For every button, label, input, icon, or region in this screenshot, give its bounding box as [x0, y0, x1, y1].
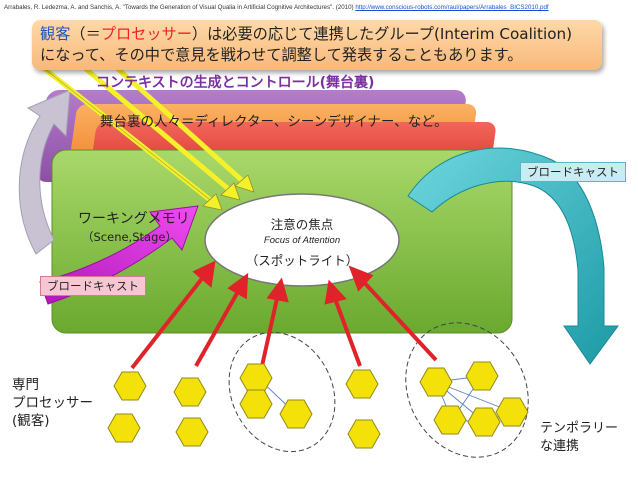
callout-line-2: になって、その中で意見を戦わせて調整して発表することもあります。	[40, 46, 523, 64]
spotlight-arrow-2	[77, 61, 235, 195]
hexagon	[107, 413, 141, 443]
spotlight-arrow-3	[105, 57, 249, 187]
citation-link[interactable]: http://www.conscious-robots.com/raul/pap…	[355, 4, 549, 11]
hexagon	[347, 419, 381, 449]
focus-subtitle: Focus of Attention	[263, 235, 341, 246]
context-label: コンテキストの生成とコントロール(舞台裏)	[96, 75, 375, 91]
processor-arrows	[130, 260, 438, 370]
callout-keyword-processor: プロセッサー	[100, 25, 192, 43]
callout-line-1: 観客（＝プロセッサー）は必要の応じて連携したグループ(Interim Coali…	[40, 24, 572, 45]
focus-ellipse	[204, 193, 400, 287]
focus-title: 注意の焦点	[270, 217, 334, 232]
callout-text: 観客（＝プロセッサー）は必要の応じて連携したグループ(Interim Coali…	[40, 24, 572, 66]
hexagon	[175, 417, 209, 447]
hexagon	[239, 363, 273, 393]
hexagon	[345, 369, 379, 399]
citation: Arrabales, R. Ledezma, A. and Sanchis, A…	[4, 4, 634, 11]
callout-box: 観客（＝プロセッサー）は必要の応じて連携したグループ(Interim Coali…	[32, 20, 602, 70]
hexagon	[465, 361, 499, 391]
coalition-line-2: な連携	[540, 439, 580, 454]
hexagon	[419, 367, 453, 397]
hexagon	[239, 389, 273, 419]
hexagon	[467, 407, 501, 437]
coalition-label: テンポラリー な連携	[540, 420, 618, 456]
coalition-ellipse-1	[228, 331, 336, 453]
hexagon	[113, 371, 147, 401]
hexagon	[279, 399, 313, 429]
spotlight-arrowhead-2	[220, 182, 241, 201]
audience-line-1: 専門	[12, 377, 39, 393]
hexagon	[433, 405, 467, 435]
spotlight-arrowhead-3	[234, 174, 255, 193]
broadcast-right-arrow	[407, 147, 619, 365]
backstage-label: 舞台裏の人々＝ディレクター、シーンデザイナー、など。	[100, 114, 448, 130]
callout-paren: （＝	[70, 25, 101, 43]
coalition-ellipse-2	[405, 322, 529, 458]
hexagon	[495, 397, 529, 427]
spotlight-arrowhead-1	[202, 193, 223, 211]
broadcast-label-left: ブロードキャスト	[40, 276, 146, 296]
processor-hexagons	[107, 361, 529, 449]
callout-keyword-audience: 観客	[40, 25, 71, 43]
audience-line-2: プロセッサー	[12, 395, 93, 411]
working-memory-label: ワーキングメモリ	[78, 211, 190, 227]
citation-text: Arrabales, R. Ledezma, A. and Sanchis, A…	[4, 4, 354, 11]
spotlight-arrow-1-outline	[35, 61, 215, 204]
working-memory-sub: （Scene,Stage）	[82, 230, 177, 244]
audience-label: 専門 プロセッサー (観客)	[12, 376, 93, 430]
spotlight-arrows	[33, 57, 255, 211]
callout-rest: ）は必要の応じて連携したグループ(Interim Coalition)	[191, 25, 573, 43]
audience-line-3: (観客)	[12, 413, 50, 429]
hexagon	[173, 377, 207, 407]
spotlight-label: （スポットライト）	[245, 253, 359, 268]
broadcast-label-right: ブロードキャスト	[520, 162, 626, 182]
coalition-line-1: テンポラリー	[540, 421, 619, 436]
